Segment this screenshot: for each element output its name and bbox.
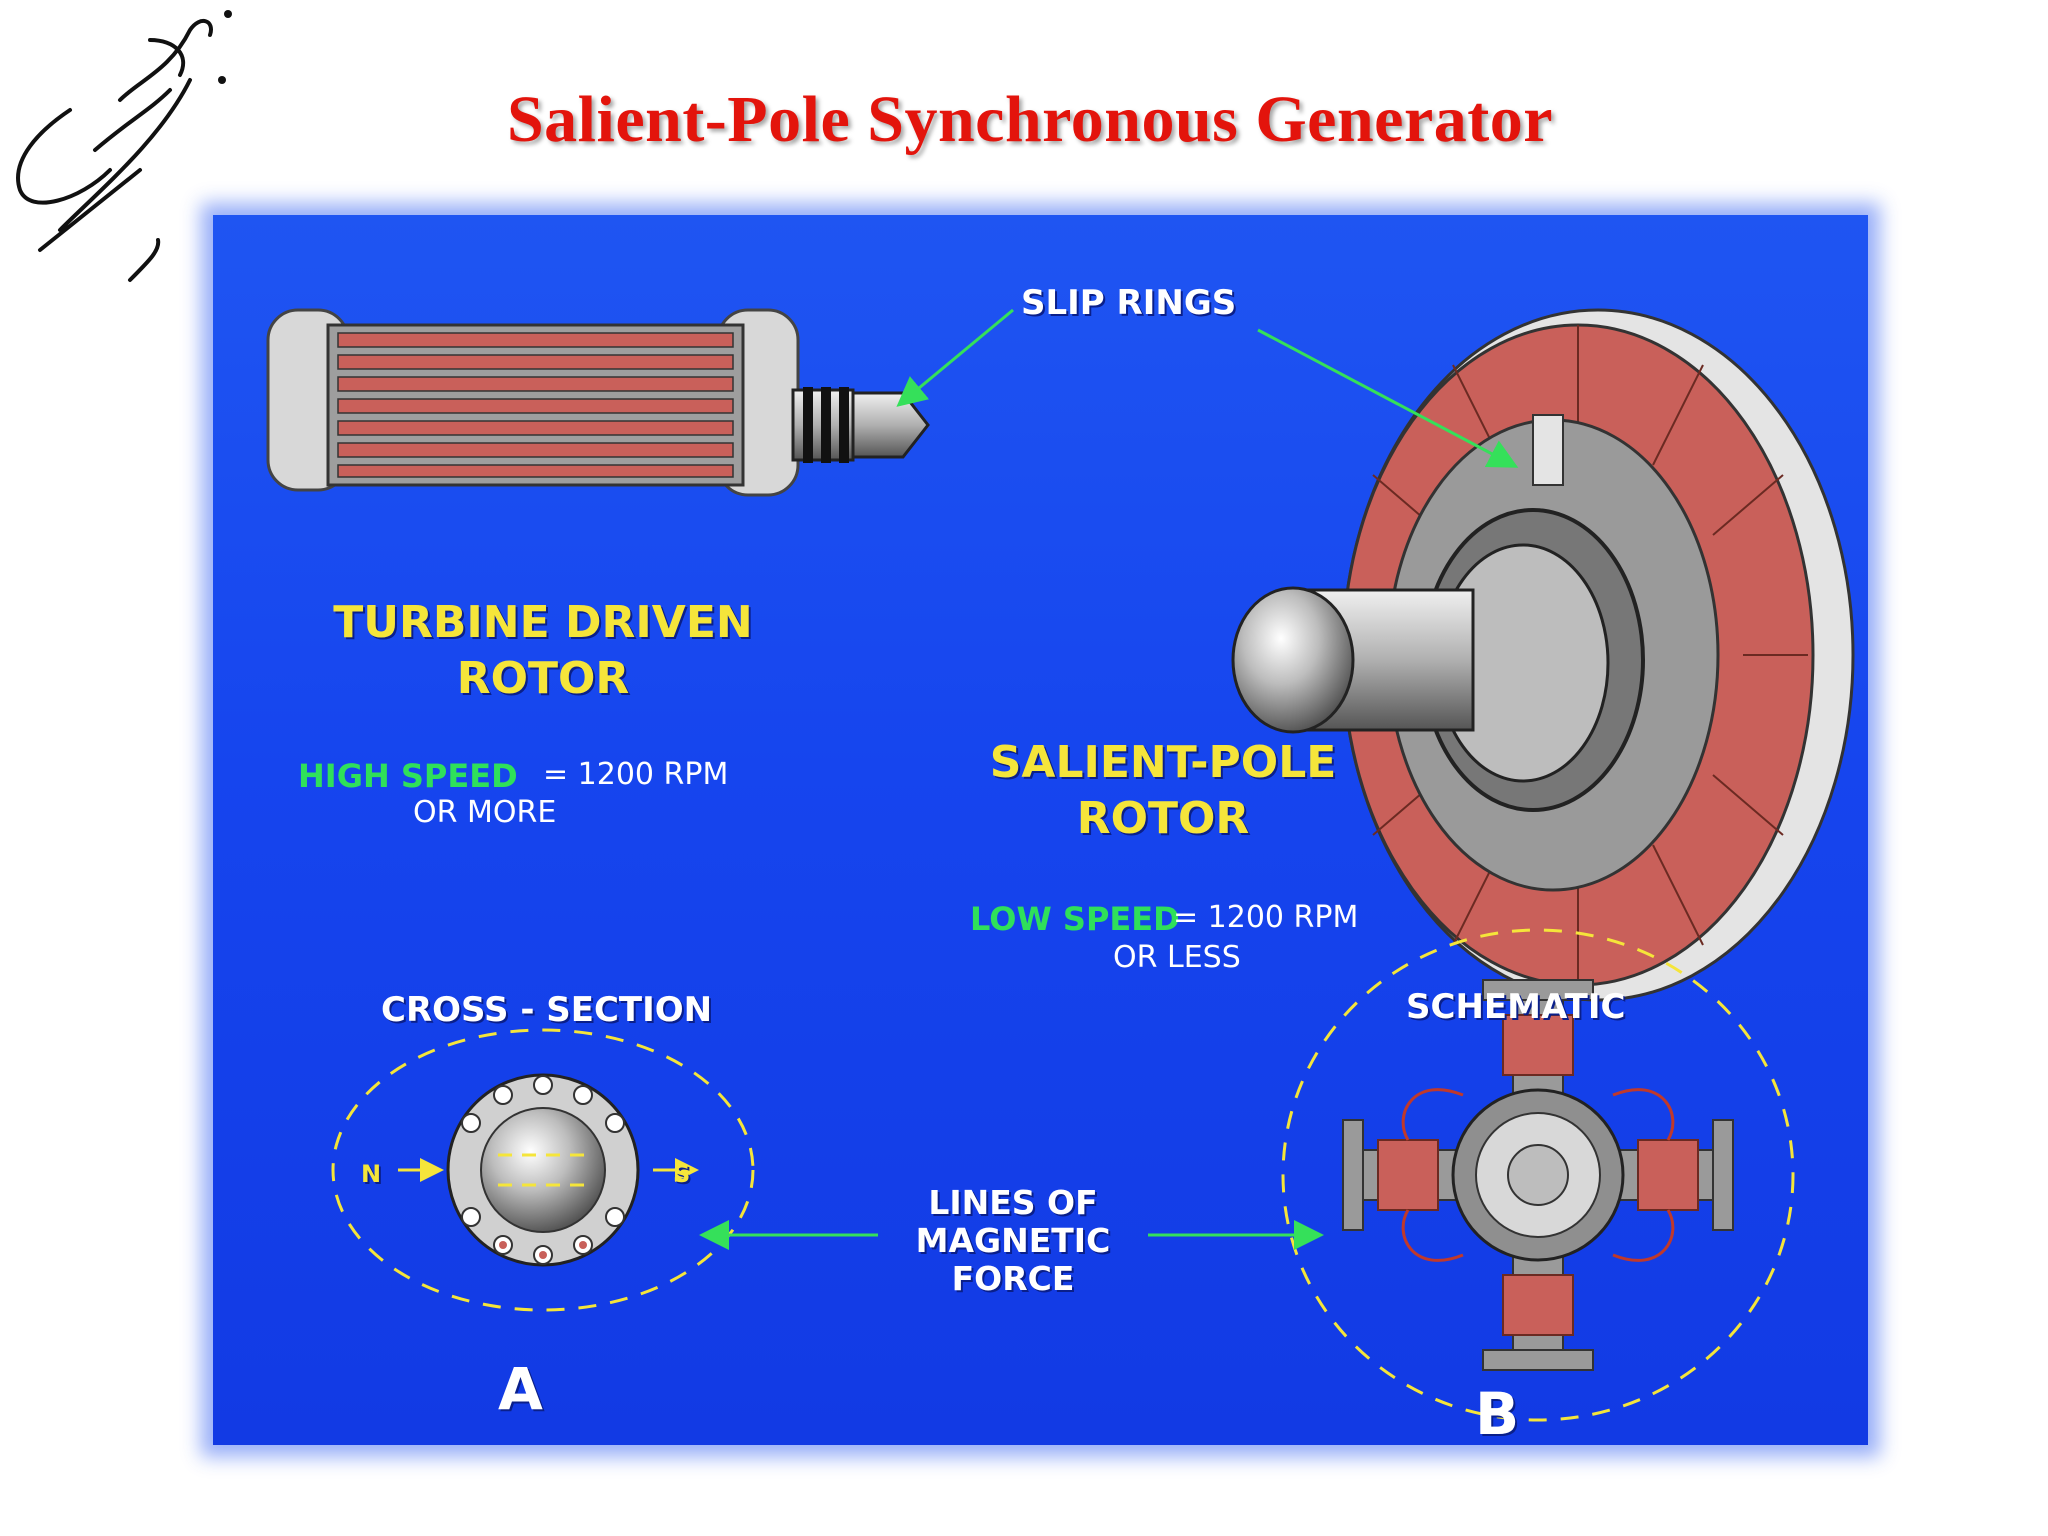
low-speed-label: LOW SPEED	[970, 900, 1180, 938]
salient-pole-rotor-illustration	[1233, 310, 1853, 1000]
figure-a-label: A	[498, 1355, 543, 1423]
salient-rotor-label-line2: ROTOR	[973, 793, 1353, 844]
turbine-rotor-label-line2: ROTOR	[333, 653, 753, 704]
slip-rings-arrow-left	[901, 310, 1013, 403]
salient-rotor-label-line1: SALIENT-POLE	[973, 737, 1353, 788]
slip-rings-label: SLIP RINGS	[1021, 283, 1236, 323]
schematic-label: SCHEMATIC	[1406, 987, 1625, 1027]
pole-n-label: N	[361, 1160, 381, 1188]
figure-b-label: B	[1475, 1380, 1519, 1445]
low-speed-sub: OR LESS	[1113, 940, 1241, 975]
turbine-rotor-illustration	[268, 310, 928, 495]
pole-s-label: S	[673, 1160, 690, 1188]
diagram-panel: SLIP RINGS TURBINE DRIVEN ROTOR HIGH SPE…	[213, 215, 1868, 1445]
high-speed-sub: OR MORE	[413, 795, 556, 830]
turbine-rotor-label-line1: TURBINE DRIVEN	[333, 597, 753, 648]
lines-of-force-line3: FORCE	[893, 1259, 1133, 1298]
slide-title: Salient-Pole Synchronous Generator	[300, 82, 1760, 158]
cross-section-label: CROSS - SECTION	[381, 990, 712, 1030]
lines-of-force-line2: MAGNETIC	[893, 1221, 1133, 1260]
high-speed-label: HIGH SPEED	[298, 757, 518, 795]
low-speed-value: = 1200 RPM	[1173, 900, 1358, 935]
high-speed-value: = 1200 RPM	[543, 757, 728, 792]
lines-of-force-line1: LINES OF	[893, 1183, 1133, 1222]
signature	[0, 0, 240, 300]
